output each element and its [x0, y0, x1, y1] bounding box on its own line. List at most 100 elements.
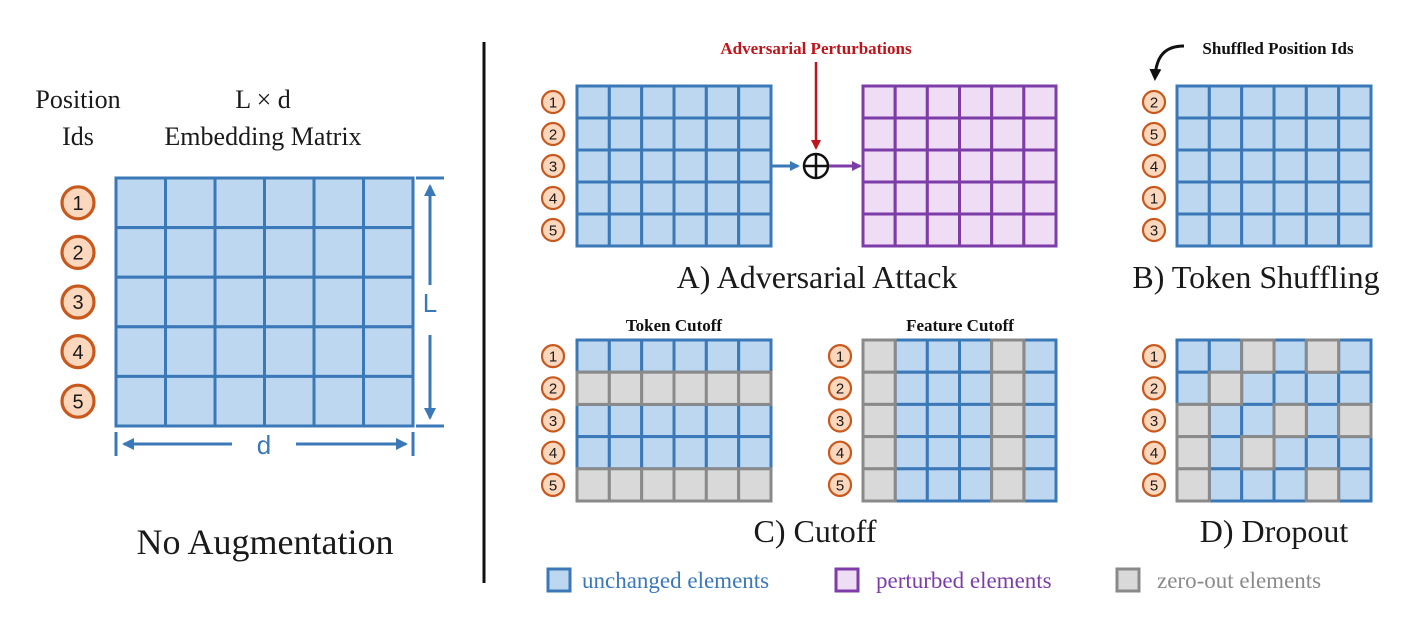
- matrix-cell: [1304, 212, 1341, 248]
- matrix-cell: [1175, 370, 1211, 406]
- matrix-cell: [893, 148, 929, 184]
- matrix-cell: [1272, 435, 1308, 471]
- position-id-badge: 3: [1141, 217, 1167, 243]
- matrix-cell: [861, 116, 897, 152]
- matrix-cell: [607, 180, 644, 216]
- matrix-cell: [312, 176, 365, 230]
- matrix-cell: [312, 325, 365, 378]
- matrix-cell: [737, 116, 773, 152]
- position-id-number: 1: [549, 349, 557, 366]
- shuffled-position-ids-label: Shuffled Position Ids: [1202, 39, 1354, 58]
- matrix-cell: [737, 338, 773, 374]
- position-id-number: 3: [836, 413, 844, 430]
- shuffled-embedding-grid: [1175, 84, 1373, 248]
- matrix-cell: [1304, 180, 1341, 216]
- matrix-cell: [1304, 148, 1341, 184]
- position-id-badge: 2: [540, 121, 566, 147]
- matrix-cell: [893, 212, 929, 248]
- matrix-cell: [1304, 338, 1341, 374]
- matrix-cell: [1207, 84, 1244, 120]
- matrix-cell: [640, 116, 676, 152]
- matrix-cell: [575, 402, 611, 439]
- matrix-cell: [575, 370, 611, 406]
- matrix-cell: [575, 338, 611, 374]
- matrix-cell: [893, 84, 929, 120]
- matrix-cell: [1337, 148, 1373, 184]
- position-id-number: 4: [549, 190, 557, 207]
- legend-label-unchanged: unchanged elements: [582, 568, 769, 593]
- token-shuffling-title: B) Token Shuffling: [1132, 259, 1379, 295]
- matrix-cell: [213, 176, 266, 230]
- dimension-L-label: L: [423, 288, 437, 318]
- position-id-badge: 4: [1141, 153, 1167, 179]
- position-id-number: 3: [549, 158, 557, 175]
- position-id-badge: 5: [540, 217, 566, 243]
- matrix-cell: [640, 148, 676, 184]
- matrix-cell: [672, 212, 708, 248]
- matrix-cell: [1175, 467, 1211, 503]
- matrix-cell: [1207, 402, 1244, 439]
- matrix-cell: [1272, 84, 1308, 120]
- position-id-badge: 1: [540, 89, 566, 115]
- matrix-cell: [1175, 148, 1211, 184]
- matrix-cell: [607, 467, 644, 503]
- matrix-cell: [640, 212, 676, 248]
- matrix-cell: [925, 116, 962, 152]
- matrix-cell: [575, 180, 611, 216]
- matrix-name-label: Embedding Matrix: [164, 122, 361, 151]
- matrix-cell: [958, 402, 994, 439]
- position-id-badge: 4: [60, 334, 96, 370]
- matrix-cell: [362, 374, 415, 428]
- matrix-cell: [1022, 467, 1058, 503]
- matrix-cell: [1022, 84, 1058, 120]
- matrix-cell: [704, 180, 741, 216]
- matrix-cell: [672, 338, 708, 374]
- position-id-number: 1: [72, 193, 83, 215]
- matrix-cell: [704, 338, 741, 374]
- matrix-cell: [1304, 402, 1341, 439]
- position-id-number: 3: [1150, 413, 1158, 430]
- matrix-cell: [263, 325, 316, 378]
- matrix-cell: [1272, 148, 1308, 184]
- matrix-cell: [861, 402, 897, 439]
- matrix-cell: [607, 402, 644, 439]
- matrix-cell: [1337, 116, 1373, 152]
- matrix-cell: [1240, 370, 1276, 406]
- matrix-cell: [640, 370, 676, 406]
- matrix-cell: [1337, 212, 1373, 248]
- position-id-badge: 1: [827, 344, 853, 369]
- position-id-number: 5: [549, 477, 557, 494]
- matrix-cell: [925, 402, 962, 439]
- matrix-cell: [114, 226, 167, 279]
- matrix-cell: [114, 275, 167, 329]
- matrix-cell: [640, 338, 676, 374]
- matrix-cell: [575, 116, 611, 152]
- matrix-cell: [990, 370, 1026, 406]
- legend-label-zeroout: zero-out elements: [1157, 568, 1321, 593]
- position-id-number: 2: [1150, 94, 1158, 111]
- matrix-cell: [861, 467, 897, 503]
- position-label-line1: Position: [35, 85, 120, 114]
- matrix-cell: [362, 226, 415, 279]
- matrix-cell: [990, 148, 1026, 184]
- matrix-cell: [672, 148, 708, 184]
- matrix-cell: [737, 212, 773, 248]
- matrix-cell: [114, 176, 167, 230]
- matrix-cell: [704, 212, 741, 248]
- matrix-size-label: L × d: [235, 85, 291, 114]
- matrix-cell: [1022, 370, 1058, 406]
- position-id-number: 2: [549, 381, 557, 398]
- position-ids-column: 1 2 3 4 5: [540, 89, 566, 243]
- matrix-cell: [1304, 116, 1341, 152]
- matrix-cell: [640, 84, 676, 120]
- matrix-cell: [925, 180, 962, 216]
- matrix-cell: [672, 84, 708, 120]
- matrix-cell: [640, 402, 676, 439]
- position-id-badge: 3: [540, 408, 566, 433]
- position-id-badge: 1: [1141, 185, 1167, 211]
- matrix-cell: [1337, 467, 1373, 503]
- matrix-cell: [607, 338, 644, 374]
- matrix-cell: [704, 370, 741, 406]
